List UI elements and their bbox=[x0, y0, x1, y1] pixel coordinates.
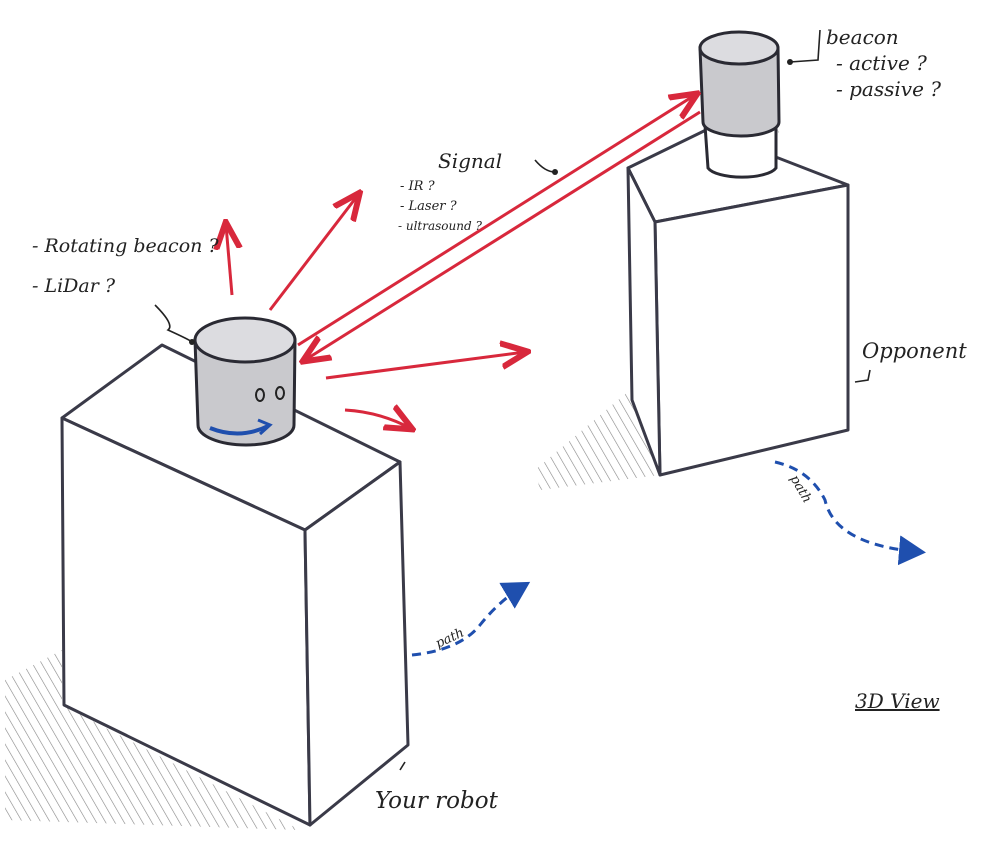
signal-laser-label: - Laser ? bbox=[400, 199, 458, 214]
opponent-path bbox=[774, 460, 926, 566]
view-title: 3D View bbox=[855, 689, 940, 713]
signal-arrow-up bbox=[226, 225, 232, 296]
lidar-label: - LiDar ? bbox=[32, 275, 116, 297]
opponent-beacon bbox=[698, 30, 781, 179]
rotating-beacon-label: - Rotating beacon ? bbox=[32, 235, 219, 257]
rotation-arrow-icon bbox=[209, 424, 269, 436]
signal-arrow-right bbox=[325, 352, 525, 380]
signal-to-opponent bbox=[297, 95, 695, 347]
opponent-front-face bbox=[653, 183, 850, 477]
beacon-active-label: - active ? bbox=[836, 51, 927, 75]
signal-arrow-lowright bbox=[344, 410, 410, 428]
opponent-label: Opponent bbox=[862, 339, 967, 363]
beacon-eye-icon bbox=[255, 388, 265, 402]
your-robot-label: Your robot bbox=[375, 788, 499, 814]
beacon-eye-icon bbox=[275, 386, 285, 400]
robot-path bbox=[411, 581, 531, 657]
signal-from-opponent bbox=[305, 110, 701, 360]
robot-shadow bbox=[5, 650, 300, 830]
signal-arrow-upright bbox=[268, 195, 358, 311]
signal-ir-label: - IR ? bbox=[400, 179, 436, 194]
opponent-path-label: path bbox=[787, 473, 815, 506]
opponent-side-face bbox=[626, 166, 662, 477]
opponent-shadow bbox=[535, 390, 660, 490]
opponent-robot bbox=[626, 128, 850, 477]
robot-side-face bbox=[303, 460, 410, 827]
rotating-beacon bbox=[193, 316, 297, 447]
signal-ultrasound-label: - ultrasound ? bbox=[398, 219, 482, 233]
beacon-label: beacon bbox=[826, 25, 899, 49]
signal-arrows bbox=[226, 95, 700, 428]
beacon-passive-label: - passive ? bbox=[836, 77, 941, 101]
signal-label: Signal bbox=[438, 149, 502, 173]
